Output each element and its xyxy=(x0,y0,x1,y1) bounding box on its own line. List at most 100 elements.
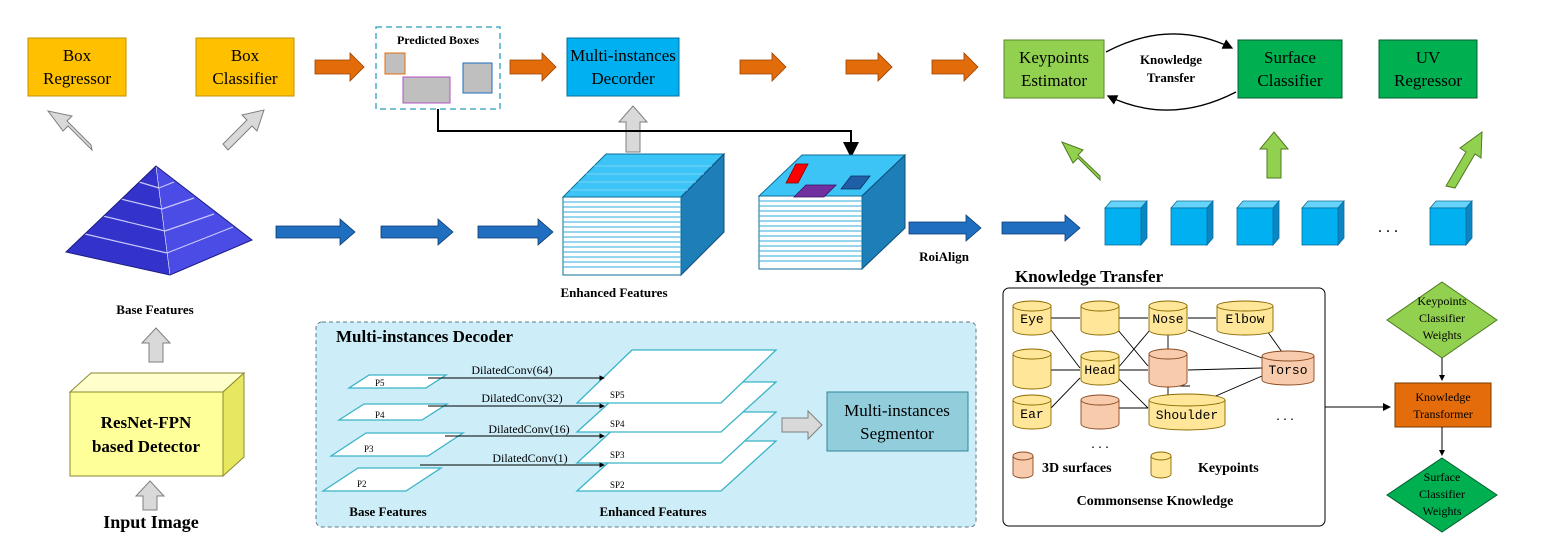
knowledge-transfer-label-1: Knowledge xyxy=(1140,52,1202,67)
segmentor-label-2: Segmentor xyxy=(860,424,934,443)
green-arrow-surface xyxy=(1258,131,1290,179)
plane-p5 xyxy=(346,374,449,389)
sf-weights-label-2: Classifier xyxy=(1419,487,1465,501)
plane-p3 xyxy=(328,432,466,457)
surface-classifier-weights: Surface Classifier Weights xyxy=(1386,457,1498,533)
resnet-fpn-detector: ResNet-FPN based Detector xyxy=(68,371,246,478)
gray-arrow-to-decoder xyxy=(617,105,649,153)
cubes-ellipsis: . . . xyxy=(1378,219,1398,236)
dilated-conv-1: DilatedConv(1) xyxy=(492,451,567,465)
detector-label-2: based Detector xyxy=(92,437,201,456)
orange-arrow-3 xyxy=(739,52,787,82)
box-classifier-label-1: Box xyxy=(231,46,260,65)
node-torso: Torso xyxy=(1261,350,1315,386)
decoder-label-2: Decorder xyxy=(591,69,655,88)
kp-weights-label-2: Classifier xyxy=(1419,311,1465,325)
surface-classifier-box: Surface Classifier xyxy=(1237,39,1343,99)
surface-classifier-label-2: Classifier xyxy=(1257,71,1322,90)
node-shoulder: Shoulder xyxy=(1148,393,1226,431)
plane-p4 xyxy=(336,403,450,421)
node-eye: Eye xyxy=(1012,300,1052,336)
box-classifier: Box Classifier xyxy=(195,37,295,97)
keypoints-estimator-label-1: Keypoints xyxy=(1019,48,1089,67)
multi-instances-decoder-panel: Multi-instances Decoder P2 P3 P4 P5 SP2 … xyxy=(315,321,977,528)
legend-3d-surfaces: 3D surfaces xyxy=(1012,451,1112,479)
box-classifier-label-2: Classifier xyxy=(212,69,277,88)
enhanced-features-stack xyxy=(561,152,726,277)
kt-ellipsis-bottom: . . . xyxy=(1091,437,1109,452)
node-ear-label: Ear xyxy=(1020,407,1043,422)
roi-cube-4 xyxy=(1301,199,1345,247)
sp2-label: SP2 xyxy=(610,480,625,490)
roi-cube-2 xyxy=(1170,199,1214,247)
boxes-connector-line xyxy=(437,109,859,158)
node-elbow-label: Elbow xyxy=(1225,312,1264,327)
sp4-label: SP4 xyxy=(610,419,625,429)
kt-ellipsis-right: . . . xyxy=(1276,409,1294,424)
legend-3d-surfaces-label: 3D surfaces xyxy=(1042,461,1112,476)
node-surface-center xyxy=(1148,348,1188,388)
gray-arrow-input-to-detector xyxy=(134,480,166,511)
knowledge-transfer-panel: Knowledge Transfer Eye xyxy=(1002,267,1326,527)
node-surface-bottom-mid xyxy=(1080,394,1120,430)
uv-regressor-label-1: UV xyxy=(1416,48,1441,67)
knowledge-transformer-box: Knowledge Transformer xyxy=(1394,382,1492,428)
node-shoulder-label: Shoulder xyxy=(1156,408,1218,423)
keypoints-estimator-box: Keypoints Estimator xyxy=(1003,39,1105,99)
p2-label: P2 xyxy=(357,479,367,489)
surface-classifier-label-1: Surface xyxy=(1264,48,1316,67)
dilated-conv-64: DilatedConv(64) xyxy=(471,363,552,377)
node-head-label: Head xyxy=(1084,363,1115,378)
sf-weights-label-3: Weights xyxy=(1422,504,1461,518)
plane-p2 xyxy=(320,467,444,492)
kt-panel-title: Knowledge Transfer xyxy=(1015,267,1164,286)
green-arrow-keypoints xyxy=(1060,141,1101,182)
p5-label: P5 xyxy=(375,378,385,388)
knowledge-transfer-label-2: Transfer xyxy=(1147,70,1195,85)
detector-label-1: ResNet-FPN xyxy=(101,413,192,432)
kp-weights-label-1: Keypoints xyxy=(1417,294,1467,308)
blue-arrow-roialign xyxy=(908,214,982,242)
panel-base-features-label: Base Features xyxy=(349,504,426,519)
predicted-boxes-panel: Predicted Boxes xyxy=(375,26,501,110)
kp-weights-label-3: Weights xyxy=(1422,328,1461,342)
node-head: Head xyxy=(1080,350,1120,386)
gray-arrow-to-classifier xyxy=(222,109,265,151)
knowledge-transfer-cycle: Knowledge Transfer xyxy=(1105,33,1237,111)
node-nose-label: Nose xyxy=(1152,312,1183,327)
base-features-label: Base Features xyxy=(116,302,193,317)
roi-cube-1 xyxy=(1104,199,1148,247)
decoder-panel-title: Multi-instances Decoder xyxy=(336,327,514,346)
input-image-label: Input Image xyxy=(103,512,199,532)
blue-arrow-2 xyxy=(380,218,454,246)
uv-regressor-label-2: Regressor xyxy=(1394,71,1462,90)
dilated-conv-16: DilatedConv(16) xyxy=(488,422,569,436)
base-features-pyramid xyxy=(64,165,253,276)
sp5-label: SP5 xyxy=(610,390,625,400)
orange-arrow-2 xyxy=(509,52,557,82)
box-regressor-label-1: Box xyxy=(63,46,92,65)
blue-arrow-1 xyxy=(275,218,356,246)
keypoints-classifier-weights: Keypoints Classifier Weights xyxy=(1386,281,1498,359)
box-regressor: Box Regressor xyxy=(27,37,127,97)
legend-keypoints-label: Keypoints xyxy=(1198,461,1259,476)
dilated-conv-32: DilatedConv(32) xyxy=(481,391,562,405)
orange-arrow-5 xyxy=(931,52,979,82)
blue-arrow-to-cubes xyxy=(1001,214,1081,242)
sf-weights-label-1: Surface xyxy=(1424,470,1461,484)
node-ear: Ear xyxy=(1012,394,1052,430)
enhanced-features-label: Enhanced Features xyxy=(560,285,667,300)
legend-keypoints: Keypoints xyxy=(1150,451,1259,479)
uv-regressor-box: UV Regressor xyxy=(1378,39,1478,99)
node-elbow: Elbow xyxy=(1216,300,1274,336)
orange-arrow-1 xyxy=(314,52,365,82)
segmentor-label-1: Multi-instances xyxy=(844,401,950,420)
box-regressor-label-2: Regressor xyxy=(43,69,111,88)
node-kp-left-mid xyxy=(1012,348,1052,390)
roi-cube-3 xyxy=(1236,199,1280,247)
plane-sp5 xyxy=(575,349,778,404)
sp3-label: SP3 xyxy=(610,450,625,460)
transformer-label-1: Knowledge xyxy=(1415,390,1470,404)
keypoints-estimator-label-2: Estimator xyxy=(1021,71,1087,90)
gray-arrow-to-regressor xyxy=(46,110,93,152)
